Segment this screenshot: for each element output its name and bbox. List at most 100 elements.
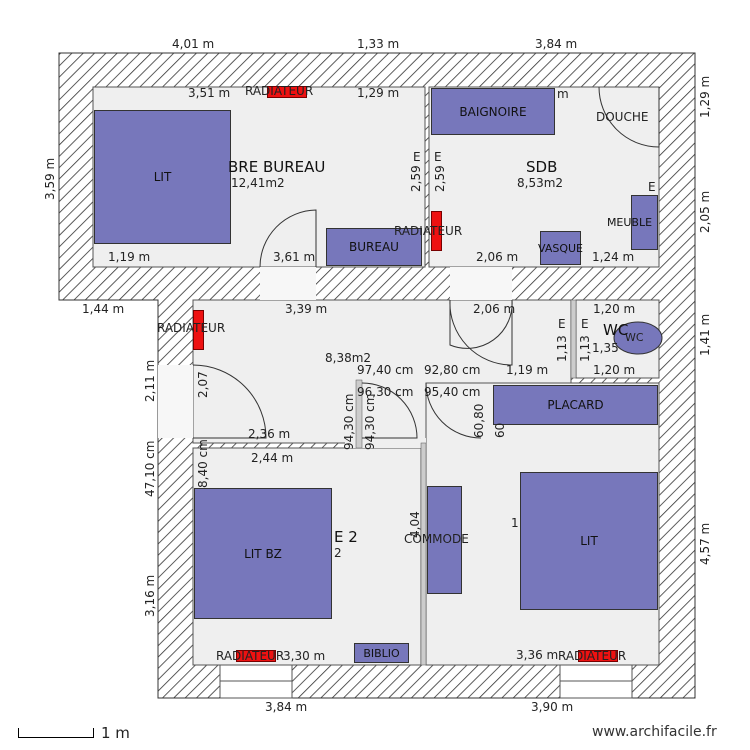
bed-bureau: LIT bbox=[94, 110, 231, 244]
dim-inner: 1,20 m bbox=[593, 302, 636, 316]
room-bureau-name: BRE BUREAU bbox=[228, 158, 326, 176]
partition-hall-mid bbox=[355, 379, 363, 449]
dim-inner: 1,29 m bbox=[357, 86, 400, 100]
dim-inner: 2,36 m bbox=[248, 427, 291, 441]
room-sdb-area: 8,53m2 bbox=[517, 176, 564, 190]
dim-inner: 1,24 m bbox=[592, 250, 635, 264]
room-wc-area: 1,35 bbox=[592, 341, 619, 355]
dim-top-3: 3,84 m bbox=[535, 37, 578, 51]
dim-inner: E bbox=[581, 317, 589, 331]
wardrobe-label: PLACARD bbox=[547, 398, 604, 412]
dim-inner: E bbox=[434, 150, 442, 164]
dim-inner: 94,30 cm bbox=[342, 393, 356, 450]
dim-right-1: 1,29 m bbox=[698, 75, 712, 118]
wc-bowl bbox=[613, 321, 663, 355]
dim-inner: 94,30 cm bbox=[363, 393, 377, 450]
bed-bureau-label: LIT bbox=[153, 170, 172, 184]
radiator-sdb bbox=[431, 211, 442, 251]
desk: BUREAU bbox=[326, 228, 422, 266]
dim-right-3: 1,41 m bbox=[698, 313, 712, 356]
dim-left-4: 47,10 cm bbox=[143, 440, 157, 497]
room-chambre2-area: 2 bbox=[334, 546, 342, 560]
sink: VASQUE bbox=[538, 231, 583, 265]
dim-inner: 1,13 bbox=[578, 335, 592, 362]
bathtub-label: BAIGNOIRE bbox=[459, 104, 527, 119]
dim-inner: 3,36 m bbox=[516, 648, 559, 662]
radiator-label: RADIATEUR bbox=[245, 84, 314, 98]
opening-hall-bottom bbox=[345, 438, 426, 448]
dim-inner: 2,07 bbox=[196, 371, 210, 398]
dim-top-1: 4,01 m bbox=[172, 37, 215, 51]
scale-bar bbox=[18, 728, 94, 738]
dim-inner: 3,39 m bbox=[285, 302, 328, 316]
dim-left-1: 3,59 m bbox=[43, 157, 57, 200]
dim-inner: E bbox=[558, 317, 566, 331]
dim-inner: m bbox=[557, 87, 569, 101]
dresser-label: COMMODE bbox=[404, 532, 469, 546]
radiator-label: RADIATEUR bbox=[558, 649, 627, 663]
dim-left-5: 3,16 m bbox=[143, 574, 157, 617]
radiator-bureau bbox=[267, 86, 307, 98]
partition-wc bbox=[570, 299, 577, 379]
dim-inner: 3,30 m bbox=[283, 649, 326, 663]
dim-top-2: 1,33 m bbox=[357, 37, 400, 51]
room-bureau-area: 12,41m2 bbox=[231, 176, 285, 190]
radiator-label: RADIATEUR bbox=[216, 649, 285, 663]
bookshelf-label: BIBLIO bbox=[363, 646, 400, 660]
bed-bz-label: LIT BZ bbox=[244, 546, 282, 561]
sink-label: VASQUE bbox=[538, 241, 583, 255]
dim-right-2: 2,05 m bbox=[698, 190, 712, 233]
bookshelf: BIBLIO bbox=[354, 643, 409, 663]
dim-inner: 92,80 cm bbox=[424, 363, 481, 377]
dim-inner: 1,19 m bbox=[506, 363, 549, 377]
partition-middle bbox=[420, 442, 427, 666]
dim-inner: 1,19 m bbox=[108, 250, 151, 264]
dim-inner: 95,40 cm bbox=[424, 385, 481, 399]
opening-entry bbox=[158, 365, 193, 438]
dim-bottom-1: 3,84 m bbox=[265, 700, 308, 714]
dim-inner: 2,06 m bbox=[473, 302, 516, 316]
dim-inner: 4,04 bbox=[408, 511, 422, 538]
bed-chambre3-label: LIT bbox=[580, 534, 598, 548]
radiator-chambre3 bbox=[578, 650, 618, 662]
dim-inner: 2,06 m bbox=[476, 250, 519, 264]
dim-inner: 97,40 cm bbox=[357, 363, 414, 377]
cabinet-label: MEUBLE bbox=[606, 216, 653, 229]
bathtub: BAIGNOIRE bbox=[431, 88, 555, 135]
shower-label: DOUCHE bbox=[596, 110, 649, 124]
watermark: www.archifacile.fr bbox=[592, 724, 717, 740]
bed-chambre3: LIT bbox=[520, 472, 658, 610]
radiator-label: RADIATEUR bbox=[394, 224, 463, 238]
dim-inner: 60,80 bbox=[472, 403, 486, 438]
dim-inner: 8,40 cm bbox=[196, 439, 210, 488]
desk-label: BUREAU bbox=[349, 240, 399, 254]
opening-bureau bbox=[260, 267, 316, 300]
door-swings bbox=[192, 86, 660, 439]
radiator-hall bbox=[193, 310, 204, 350]
dim-left-3: 2,11 m bbox=[143, 359, 157, 402]
dim-inner: 2,59 bbox=[409, 165, 423, 192]
bathroom-cabinet: MEUBLE bbox=[607, 195, 658, 250]
opening-sdb bbox=[450, 267, 512, 300]
wardrobe: PLACARD bbox=[493, 385, 658, 425]
room-chambre2-name: E 2 bbox=[334, 528, 358, 546]
dim-inner: 2,44 m bbox=[251, 451, 294, 465]
radiator-chambre2 bbox=[236, 650, 276, 662]
dim-inner: 3,61 m bbox=[273, 250, 316, 264]
room-wc-name: WC bbox=[603, 321, 629, 339]
dim-left-2: 1,44 m bbox=[82, 302, 125, 316]
dresser bbox=[427, 486, 462, 594]
scale-label: 1 m bbox=[101, 724, 130, 742]
dim-inner: 2,59 bbox=[433, 165, 447, 192]
dim-inner: 3,51 m bbox=[188, 86, 231, 100]
dim-inner: 1 bbox=[511, 516, 519, 530]
radiator-label: RADIATEUR bbox=[157, 321, 226, 335]
room-sdb-name: SDB bbox=[526, 158, 558, 176]
dim-inner: 96,30 cm bbox=[357, 385, 414, 399]
dim-inner: 1,20 m bbox=[593, 363, 636, 377]
dim-inner: E bbox=[648, 180, 656, 194]
dim-inner: 60 bbox=[493, 422, 507, 438]
dim-inner: E bbox=[413, 150, 421, 164]
bed-bz: LIT BZ bbox=[194, 488, 332, 619]
dim-inner: 1,13 bbox=[555, 335, 569, 362]
